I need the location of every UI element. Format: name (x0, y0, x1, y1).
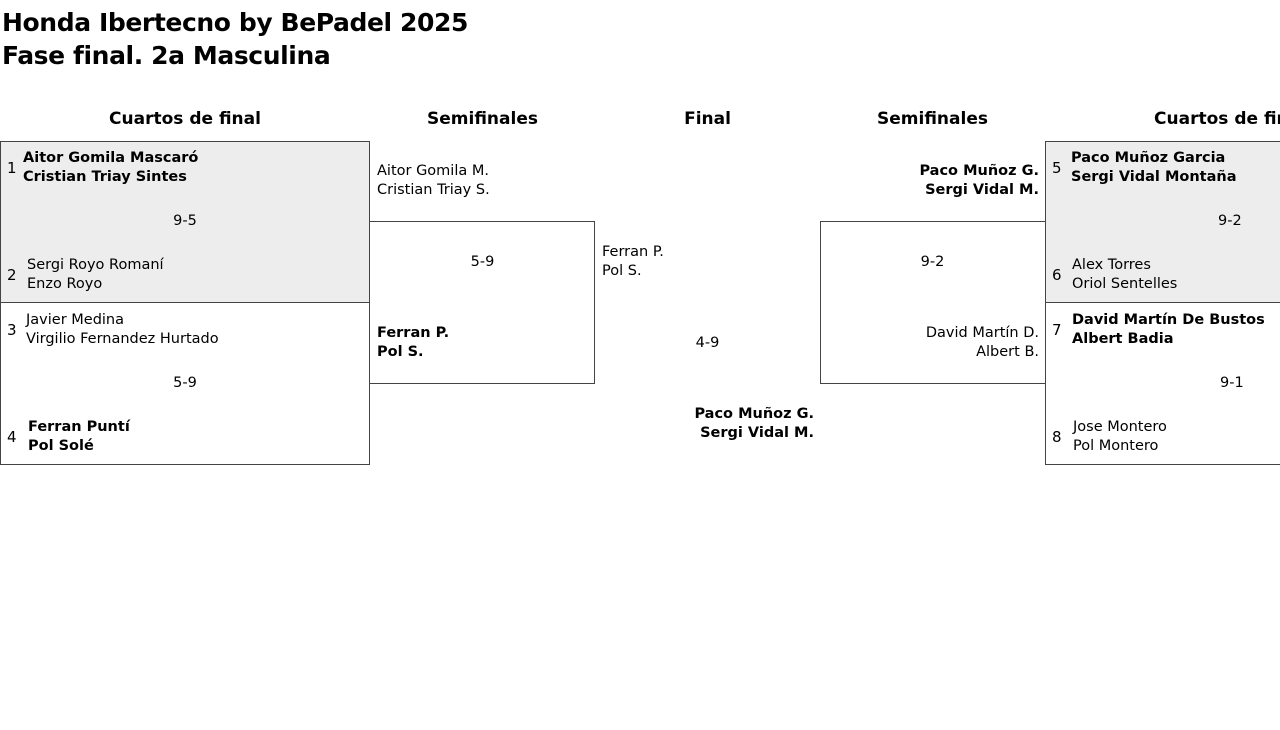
tournament-subtitle: Fase final. 2a Masculina (2, 41, 331, 70)
player-name: Pol Solé (28, 438, 94, 454)
team-names: Sergi Royo Romaní Enzo Royo (27, 256, 164, 294)
sf-match-left[interactable] (369, 221, 595, 384)
player-name: Paco Muñoz Garcia (1071, 150, 1226, 166)
team-names: Aitor Gomila M. Cristian Triay S. (377, 162, 490, 200)
seed-number: 8 (1052, 428, 1062, 446)
player-name: Paco Muñoz G. (694, 406, 814, 422)
team-names: Ferran P. Pol S. (377, 324, 449, 362)
team-names: Aitor Gomila Mascaró Cristian Triay Sint… (23, 149, 198, 187)
team-names: Alex Torres Oriol Sentelles (1072, 256, 1177, 294)
seed-number: 6 (1052, 266, 1062, 284)
team-names: Paco Muñoz Garcia Sergi Vidal Montaña (1071, 149, 1236, 187)
match-score: 9-2 (920, 254, 945, 270)
round-header-left-semis: Semifinales (427, 109, 538, 129)
player-name: Pol S. (377, 344, 424, 360)
player-name: Paco Muñoz G. (919, 163, 1039, 179)
player-name: Pol S. (602, 263, 642, 279)
player-name: Jose Montero (1073, 419, 1167, 435)
player-name: David Martín D. (925, 325, 1039, 341)
seed-number: 7 (1052, 321, 1062, 339)
player-name: Albert Badia (1072, 331, 1174, 347)
team-names: Paco Muñoz G. Sergi Vidal M. (820, 162, 1039, 200)
player-name: Cristian Triay Sintes (23, 169, 187, 185)
match-score: 5-9 (173, 375, 197, 391)
player-name: Sergi Vidal Montaña (1071, 169, 1237, 185)
player-name: Ferran P. (602, 244, 664, 260)
team-names: Ferran Puntí Pol Solé (28, 418, 130, 456)
final-score: 4-9 (695, 335, 720, 351)
tournament-title: Honda Ibertecno by BePadel 2025 (2, 8, 468, 37)
team-names: David Martín De Bustos Albert Badia (1072, 311, 1265, 349)
player-name: Oriol Sentelles (1072, 276, 1178, 292)
player-name: Sergi Vidal M. (925, 182, 1039, 198)
player-name: Ferran P. (377, 325, 450, 341)
seed-number: 2 (7, 266, 17, 284)
player-name: Sergi Royo Romaní (27, 257, 164, 273)
player-name: Alex Torres (1072, 257, 1151, 273)
player-name: Pol Montero (1073, 438, 1159, 454)
team-names: Jose Montero Pol Montero (1073, 418, 1167, 456)
round-header-right-quarters: Cuartos de final (1154, 109, 1280, 129)
team-names: Ferran P. Pol S. (602, 243, 664, 281)
seed-number: 5 (1052, 159, 1062, 177)
player-name: Aitor Gomila M. (377, 163, 489, 179)
round-header-final: Final (684, 109, 731, 129)
match-score: 9-1 (1220, 375, 1244, 391)
player-name: Enzo Royo (27, 276, 103, 292)
round-header-left-quarters: Cuartos de final (109, 109, 261, 129)
player-name: David Martín De Bustos (1072, 312, 1265, 328)
match-score: 9-2 (1218, 213, 1242, 229)
player-name: Albert B. (976, 344, 1039, 360)
player-name: Virgilio Fernandez Hurtado (26, 331, 219, 347)
team-names: David Martín D. Albert B. (820, 324, 1039, 362)
player-name: Javier Medina (26, 312, 125, 328)
match-score: 9-5 (173, 213, 197, 229)
round-header-right-semis: Semifinales (877, 109, 988, 129)
seed-number: 3 (7, 321, 17, 339)
qf-match-1[interactable] (0, 141, 370, 303)
player-name: Aitor Gomila Mascaró (23, 150, 199, 166)
team-names: Paco Muñoz G. Sergi Vidal M. (595, 405, 814, 443)
qf-match-3[interactable] (1045, 141, 1280, 303)
seed-number: 1 (7, 159, 17, 177)
player-name: Ferran Puntí (28, 419, 130, 435)
seed-number: 4 (7, 428, 17, 446)
team-names: Javier Medina Virgilio Fernandez Hurtado (26, 311, 219, 349)
match-score: 5-9 (470, 254, 495, 270)
qf-match-4[interactable] (1045, 302, 1280, 465)
player-name: Sergi Vidal M. (700, 425, 814, 441)
player-name: Cristian Triay S. (377, 182, 490, 198)
